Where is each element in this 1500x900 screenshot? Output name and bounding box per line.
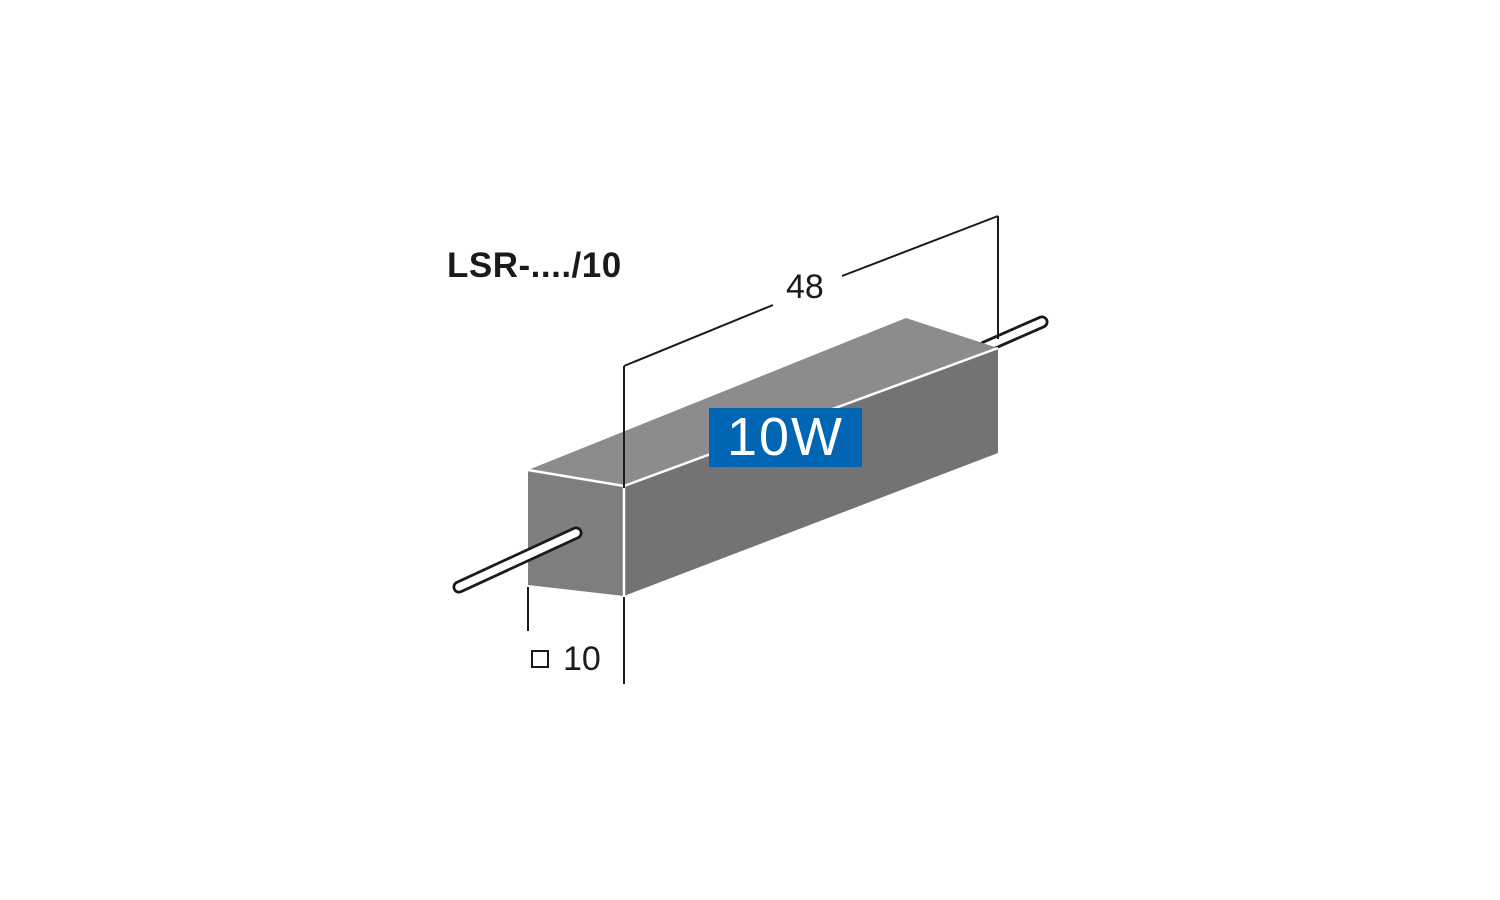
length-dimension-lines <box>623 215 999 488</box>
square-icon <box>531 650 549 668</box>
length-dimension-label: 48 <box>786 268 824 306</box>
model-name-label: LSR-..../10 <box>447 246 622 285</box>
body-top-face <box>528 318 998 486</box>
body-side-face <box>624 348 998 596</box>
cross-section-dimension: 10 <box>531 637 601 681</box>
right-lead-wire <box>978 315 1049 354</box>
left-lead-wire <box>452 526 583 594</box>
power-rating-badge: 10W <box>709 408 862 467</box>
cross-section-dimension-label: 10 <box>563 639 601 678</box>
cross-section-dimension-lines <box>527 587 625 684</box>
